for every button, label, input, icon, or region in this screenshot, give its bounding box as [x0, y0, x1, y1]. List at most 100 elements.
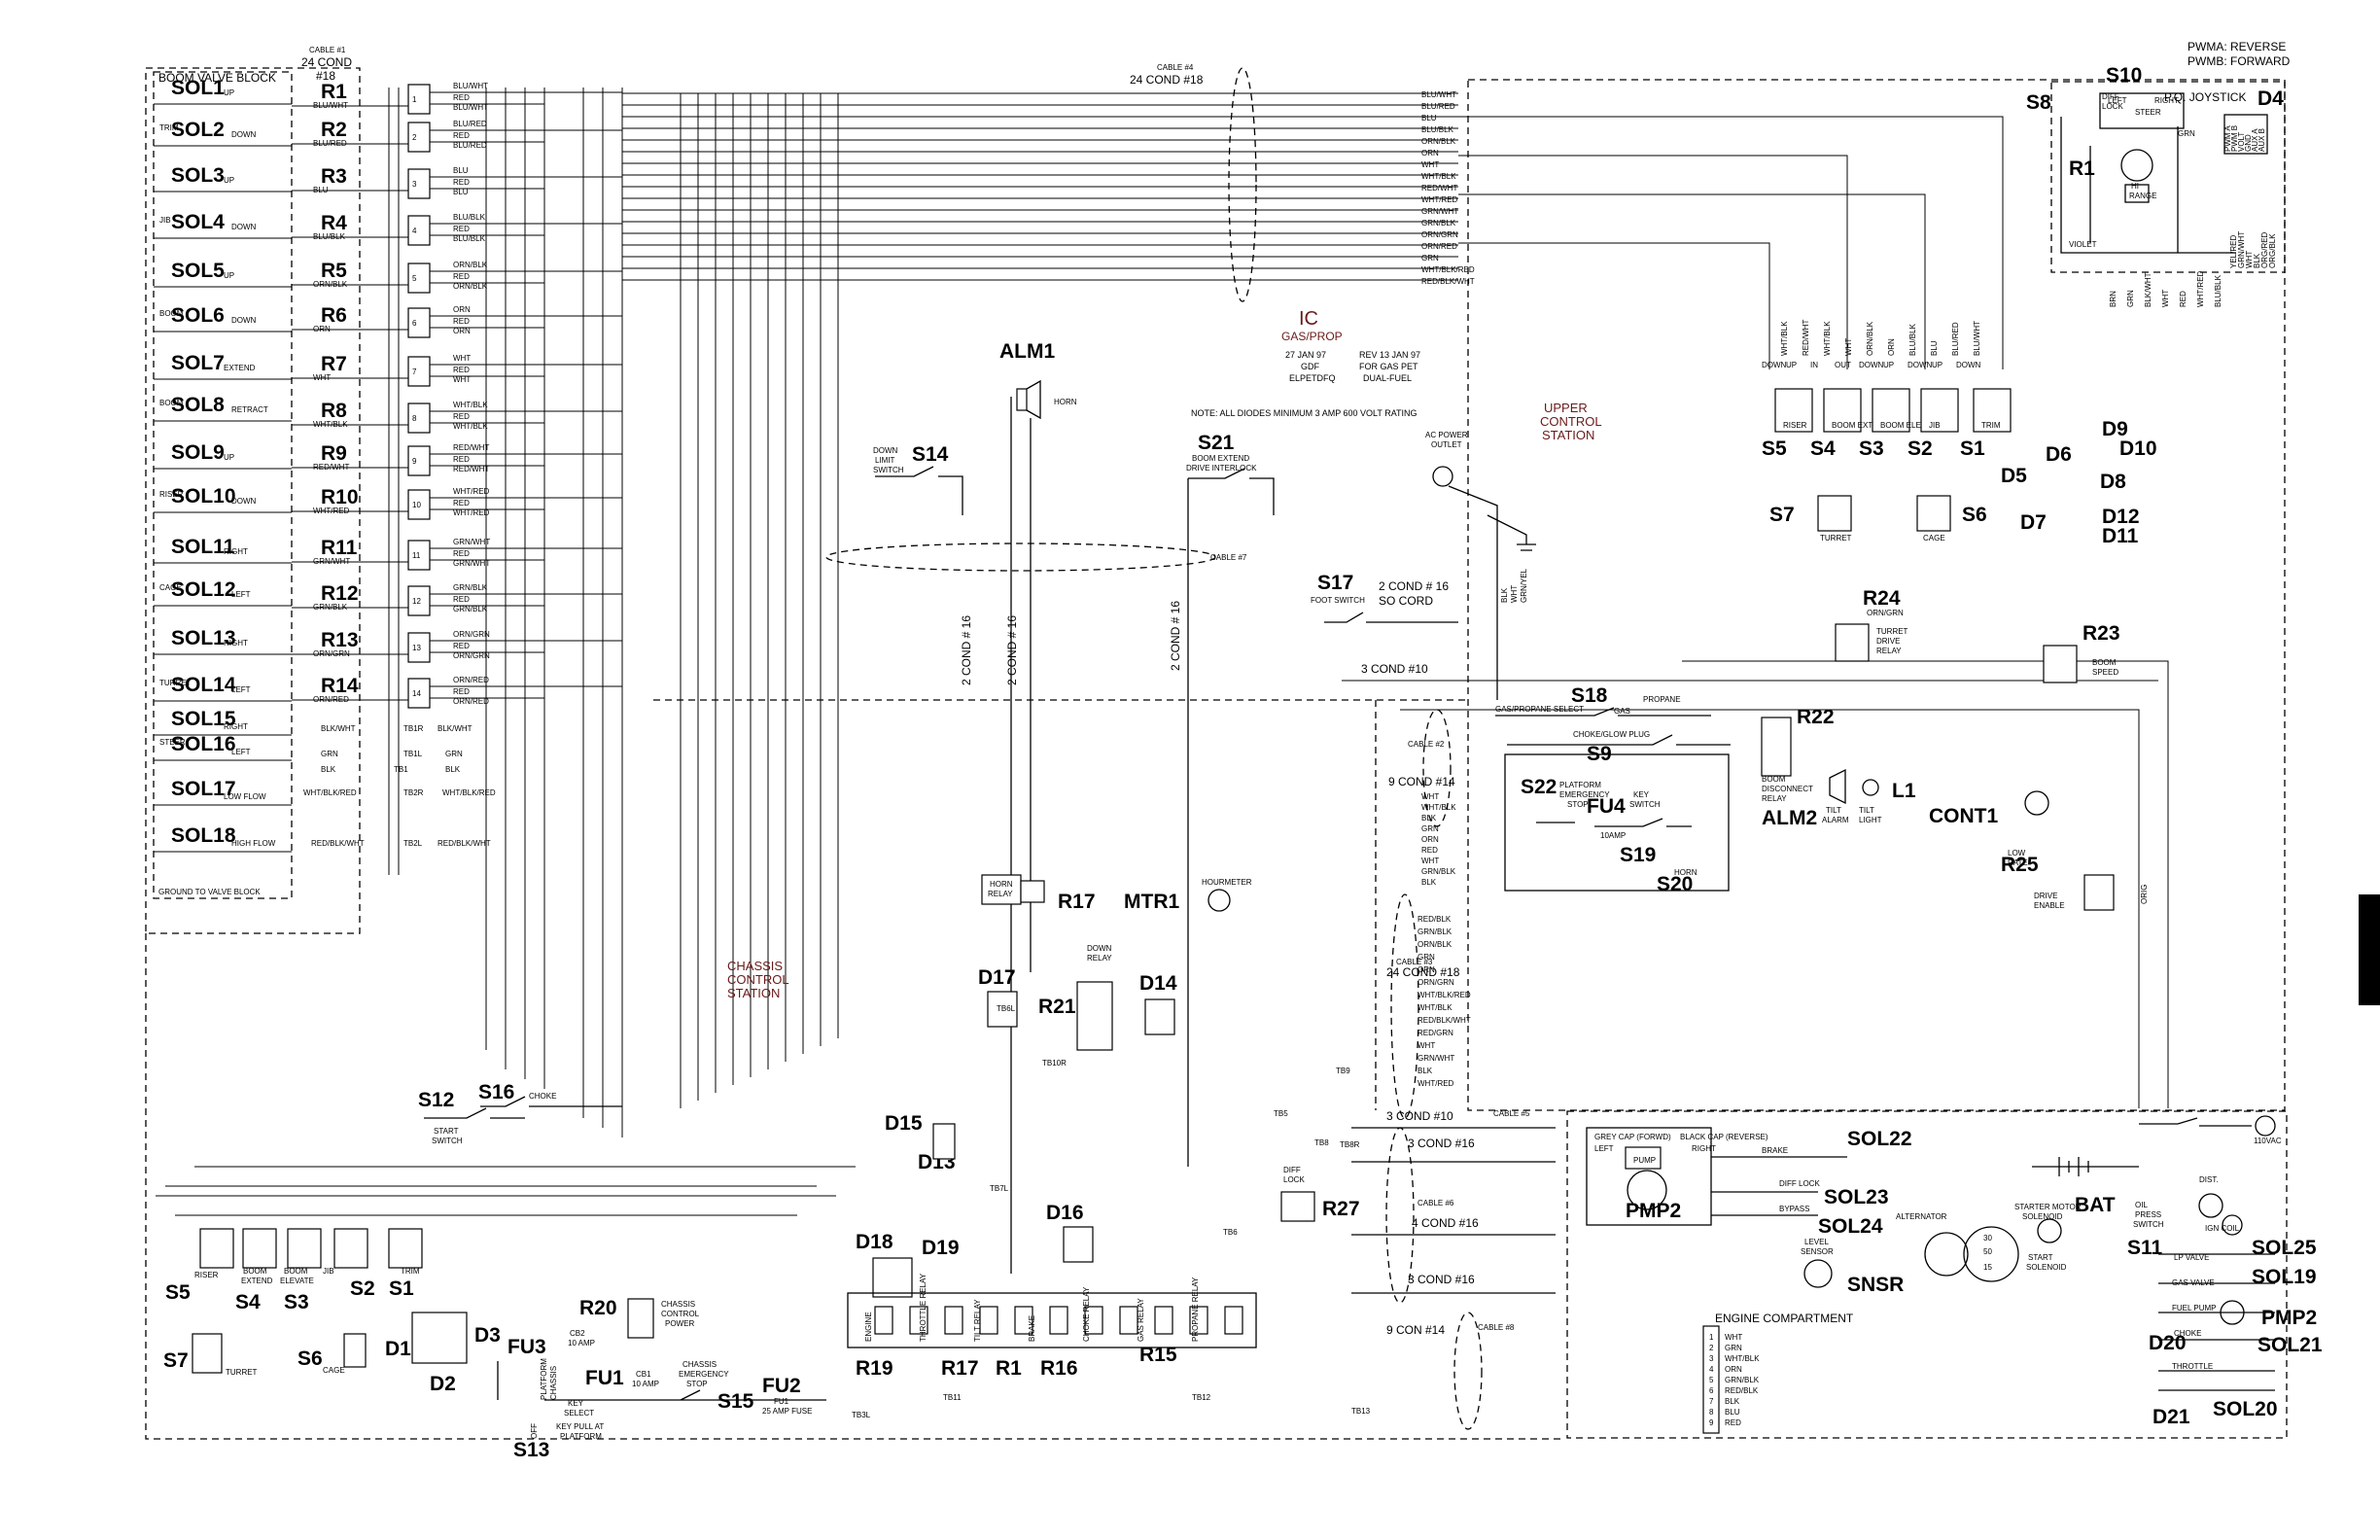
svg-text:R19: R19 — [856, 1357, 893, 1380]
solenoid-label: SOL3 — [171, 164, 225, 187]
svg-text:PLATFORM: PLATFORM — [560, 1432, 602, 1441]
svg-text:S14: S14 — [912, 443, 949, 466]
upper-switch-label: S2 — [1908, 438, 1933, 460]
svg-text:CONTROL: CONTROL — [1540, 414, 1602, 429]
svg-text:TB10R: TB10R — [1042, 1059, 1067, 1068]
svg-text:2 COND # 16: 2 COND # 16 — [1379, 579, 1449, 593]
svg-text:ALM1: ALM1 — [999, 340, 1055, 363]
relay-wire: RED — [453, 366, 470, 374]
engine-pin-wire: WHT/BLK — [1725, 1354, 1760, 1363]
cable3-wire: WHT — [1418, 1041, 1435, 1050]
solenoid-label: SOL16 — [171, 733, 236, 755]
svg-text:SOL21: SOL21 — [2258, 1334, 2323, 1356]
svg-text:FU2: FU2 — [762, 1375, 801, 1397]
resistor-label: R9 — [321, 442, 347, 465]
page-edge-tab — [2359, 894, 2380, 1005]
svg-text:S12: S12 — [418, 1089, 454, 1111]
upper-switch-note: JIB — [1929, 421, 1941, 430]
upper-switch — [1920, 388, 1959, 433]
svg-text:110VAC: 110VAC — [2254, 1137, 2282, 1145]
relay-coil — [407, 678, 431, 709]
svg-text:TB2R: TB2R — [403, 788, 424, 797]
d15-d13: D15 D13 — [885, 1112, 956, 1173]
svg-text:R21: R21 — [1038, 996, 1076, 1018]
relay-number: 14 — [412, 689, 421, 698]
relay-wire: BLU/RED — [453, 120, 487, 128]
svg-text:POWER: POWER — [665, 1319, 694, 1328]
svg-text:STATION: STATION — [1542, 428, 1594, 442]
pwm-b-note: PWMB: FORWARD — [2188, 54, 2291, 68]
cable3-wire: ORN/GRN — [1418, 978, 1454, 987]
svg-text:VIOLET: VIOLET — [2069, 240, 2097, 249]
chassis-relay-coil — [979, 1306, 998, 1335]
svg-text:FU3: FU3 — [508, 1336, 546, 1358]
svg-text:TB3L: TB3L — [852, 1411, 871, 1419]
relay-number: 2 — [412, 133, 417, 142]
s17-foot-switch: S17 FOOT SWITCH — [1311, 572, 1458, 623]
resistor-label: R8 — [321, 400, 347, 422]
svg-text:DIFF LOCK: DIFF LOCK — [1779, 1179, 1820, 1188]
chassis-relay-coil — [1224, 1306, 1243, 1335]
svg-text:HOURMETER: HOURMETER — [1202, 878, 1252, 887]
svg-text:SOLENOID: SOLENOID — [2022, 1212, 2063, 1221]
svg-text:S21: S21 — [1198, 432, 1235, 454]
svg-text:S13: S13 — [513, 1439, 549, 1461]
cable2-wire: GRN/BLK — [1421, 867, 1456, 876]
svg-text:MTR1: MTR1 — [1124, 891, 1179, 913]
svg-text:SOL22: SOL22 — [1847, 1128, 1912, 1150]
svg-text:AC POWER: AC POWER — [1425, 431, 1468, 439]
svg-text:ORN/GRN: ORN/GRN — [1867, 609, 1904, 617]
solenoid-note: DOWN — [231, 497, 257, 506]
svg-text:SWITCH: SWITCH — [873, 466, 904, 474]
svg-text:24 COND #18: 24 COND #18 — [1130, 73, 1204, 87]
svg-text:S16: S16 — [478, 1081, 514, 1103]
upper-switch — [1774, 388, 1813, 433]
solenoid-label: SOL7 — [171, 352, 225, 374]
svg-text:S8: S8 — [2026, 91, 2051, 114]
cont1-low-rate: CONT1 LOW RATE — [1929, 790, 2049, 867]
upper-switch-label: S5 — [1762, 438, 1787, 460]
svg-text:CONT1: CONT1 — [1929, 805, 1998, 827]
solenoid-label: SOL18 — [171, 824, 236, 847]
svg-text:BLK: BLK — [321, 765, 336, 774]
r24-turret-relay: R24 ORN/GRN TURRET DRIVE RELAY — [1835, 587, 1908, 662]
relay-wire: WHT — [453, 354, 471, 363]
svg-text:PMP2: PMP2 — [2261, 1307, 2317, 1329]
engine-pin: 7 — [1709, 1397, 1714, 1406]
chassis-relay-coil — [1049, 1306, 1068, 1335]
svg-text:GRN: GRN — [445, 750, 463, 758]
r27-diff-lock: R27 DIFF LOCK — [1280, 1166, 1360, 1222]
engine-pin: 3 — [1709, 1354, 1714, 1363]
svg-text:9 COND #14: 9 COND #14 — [1388, 775, 1455, 788]
relay-wire: RED — [453, 272, 470, 281]
svg-text:SPEED: SPEED — [2092, 668, 2118, 677]
svg-text:HORN: HORN — [1054, 398, 1077, 406]
svg-text:LOCK: LOCK — [2102, 102, 2123, 111]
pwm-pin-label: PWM B — [2230, 125, 2239, 152]
svg-text:24 COND #18: 24 COND #18 — [1386, 965, 1460, 979]
svg-text:TB6L: TB6L — [997, 1004, 1016, 1013]
cable3-wire: RED/BLK — [1418, 915, 1452, 924]
switch-wire-label: BLU/RED — [1951, 322, 1960, 356]
svg-text:TURRET: TURRET — [1820, 534, 1852, 542]
relay-wire: RED — [453, 595, 470, 604]
cable4-wire: WHT/BLK — [1421, 172, 1456, 181]
relay-wire: ORN/BLK — [453, 261, 488, 269]
solenoid-group: TURRET — [159, 679, 192, 687]
switch-dir: OUT — [1835, 361, 1851, 369]
s16-choke: S16 CHOKE — [478, 1081, 622, 1107]
svg-text:GAS: GAS — [1614, 707, 1630, 716]
engine-pin: 1 — [1709, 1333, 1714, 1342]
svg-text:CHOKE/GLOW PLUG: CHOKE/GLOW PLUG — [1573, 730, 1650, 739]
svg-text:10 AMP: 10 AMP — [632, 1380, 659, 1388]
svg-text:TURRET: TURRET — [226, 1368, 258, 1377]
solenoid-label: SOL6 — [171, 304, 225, 327]
svg-text:SWITCH: SWITCH — [1629, 800, 1661, 809]
relay-wire: RED — [453, 549, 470, 558]
relay-number: 8 — [412, 414, 417, 423]
svg-text:S15: S15 — [718, 1390, 754, 1413]
svg-text:D12: D12 — [2102, 506, 2140, 528]
svg-text:DRIVE: DRIVE — [1876, 637, 1900, 646]
